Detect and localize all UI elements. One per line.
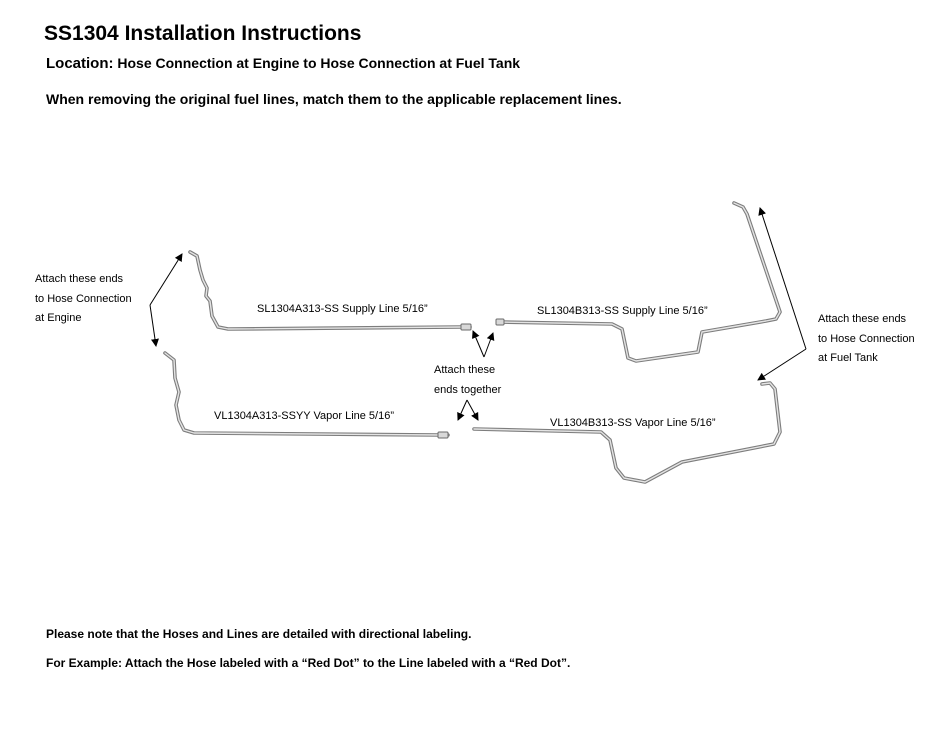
engine-arrow-up — [149, 253, 183, 306]
location-label: Location: — [46, 55, 114, 72]
tank-arrow-down — [757, 348, 807, 381]
engine-note-line-1: Attach these ends — [35, 273, 124, 285]
engine-note-line-3: at Engine — [35, 312, 81, 324]
tank-note-line-2: to Hose Connection — [818, 333, 915, 345]
middle-note-line-1: Attach these — [434, 364, 495, 376]
join-arrow-top-right — [483, 332, 495, 358]
supply-line-b-label: SL1304B313-SS Supply Line 5/16” — [537, 305, 708, 317]
vapor-line-b-tube — [472, 381, 782, 484]
vapor-line-a-label: VL1304A313-SSYY Vapor Line 5/16” — [214, 410, 394, 422]
join-arrow-bottom-right — [466, 399, 479, 421]
join-arrow-top-left — [472, 330, 485, 358]
join-arrow-bottom-left — [457, 399, 468, 421]
red-dot-example-note: For Example: Attach the Hose labeled wit… — [46, 656, 571, 670]
supply-line-a-tube — [188, 250, 472, 331]
supply-line-a-label: SL1304A313-SS Supply Line 5/16” — [257, 303, 428, 315]
engine-arrow-down — [149, 304, 159, 347]
tank-arrow-up — [758, 207, 807, 350]
supply-line-b-tube — [495, 201, 782, 363]
engine-note-line-2: to Hose Connection — [35, 293, 132, 305]
vapor-line-b-label: VL1304B313-SS Vapor Line 5/16” — [550, 417, 716, 429]
instruction-subtitle: When removing the original fuel lines, m… — [46, 91, 622, 107]
directional-labeling-note: Please note that the Hoses and Lines are… — [46, 627, 472, 641]
vapor-line-a-tube — [163, 351, 450, 439]
location-line: Location: Hose Connection at Engine to H… — [46, 55, 520, 72]
tank-note-line-3: at Fuel Tank — [818, 352, 878, 364]
middle-note-line-2: ends together — [434, 384, 502, 396]
tank-note-line-1: Attach these ends — [818, 313, 907, 325]
location-value: Hose Connection at Engine to Hose Connec… — [117, 55, 521, 71]
page-title: SS1304 Installation Instructions — [44, 22, 362, 45]
